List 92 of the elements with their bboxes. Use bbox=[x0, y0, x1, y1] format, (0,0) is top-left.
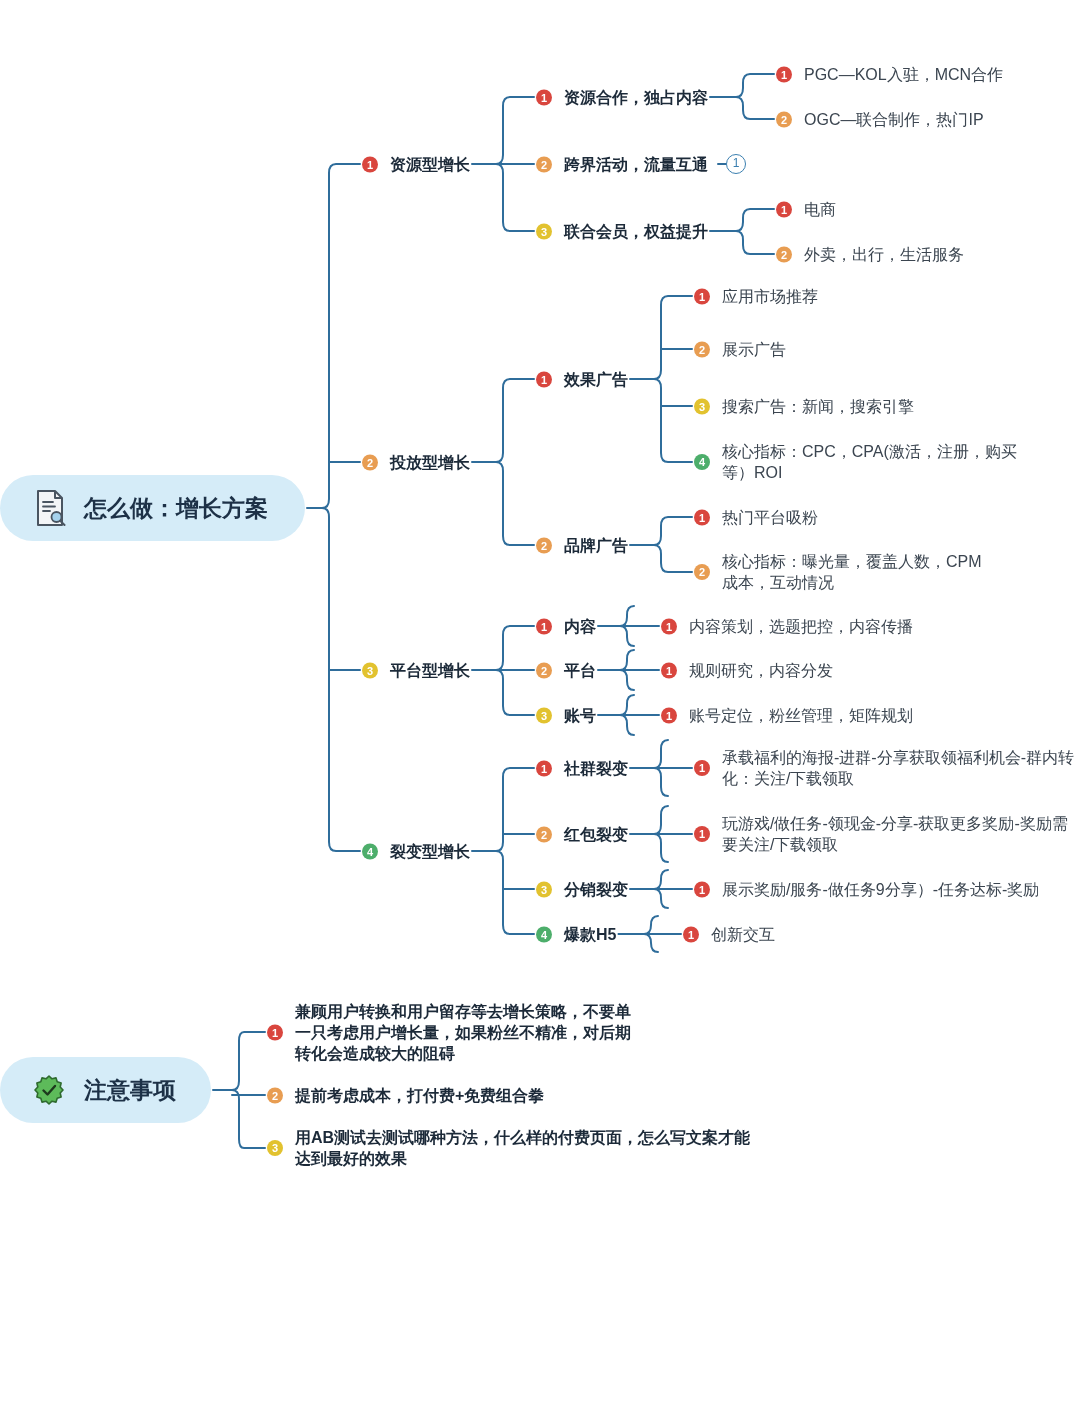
subtopic-text: PGC—KOL入驻，MCN合作 bbox=[804, 64, 1004, 85]
topic-text: 跨界活动，流量互通 bbox=[564, 154, 708, 175]
topic-text: 资源型增长 bbox=[390, 154, 470, 175]
subtopic-text: 展示广告 bbox=[722, 339, 786, 360]
topic-text: 提前考虑成本，打付费+免费组合拳 bbox=[295, 1085, 545, 1106]
number-badge: 3 bbox=[267, 1140, 283, 1156]
number-badge: 1 bbox=[661, 707, 677, 723]
curly-brace bbox=[629, 739, 693, 797]
title-text: 怎么做：增长方案 bbox=[84, 493, 268, 523]
number-badge: 3 bbox=[536, 707, 552, 723]
number-badge: 2 bbox=[776, 111, 792, 127]
topic-text: 账号 bbox=[564, 705, 596, 726]
number-badge: 2 bbox=[694, 564, 710, 580]
subtopic-text: 承载福利的海报-进群-分享获取领福利机会-群内转化：关注/下载领取 bbox=[722, 748, 1075, 789]
curly-brace bbox=[471, 96, 535, 232]
number-badge: 3 bbox=[694, 398, 710, 414]
curly-brace bbox=[629, 516, 693, 573]
topic-text: 投放型增长 bbox=[390, 452, 470, 473]
number-badge: 1 bbox=[776, 66, 792, 82]
number-badge: 1 bbox=[536, 760, 552, 776]
curly-brace bbox=[597, 649, 660, 691]
curly-brace bbox=[212, 1031, 266, 1149]
circled-number: 1 bbox=[726, 154, 746, 174]
number-badge: 1 bbox=[694, 760, 710, 776]
curly-brace bbox=[629, 869, 693, 909]
topic-text: 社群裂变 bbox=[564, 758, 628, 779]
number-badge: 1 bbox=[776, 201, 792, 217]
number-badge: 1 bbox=[536, 371, 552, 387]
topic-text: 红包裂变 bbox=[564, 824, 628, 845]
subtopic-text: 热门平台吸粉 bbox=[722, 507, 818, 528]
topic-text: 平台 bbox=[564, 660, 596, 681]
topic-text: 联合会员，权益提升 bbox=[564, 221, 708, 242]
number-badge: 1 bbox=[683, 926, 699, 942]
number-badge: 1 bbox=[661, 618, 677, 634]
subtopic-text: 核心指标：曝光量，覆盖人数，CPM成本，互动情况 bbox=[722, 552, 983, 593]
curly-brace bbox=[617, 915, 682, 953]
number-badge: 2 bbox=[694, 341, 710, 357]
number-badge: 4 bbox=[362, 843, 378, 859]
subtopic-text: 搜索广告：新闻，搜索引擎 bbox=[722, 396, 914, 417]
number-badge: 2 bbox=[536, 156, 552, 172]
topic-text: 裂变型增长 bbox=[390, 841, 470, 862]
number-badge: 3 bbox=[536, 223, 552, 239]
number-badge: 3 bbox=[362, 662, 378, 678]
number-badge: 1 bbox=[536, 89, 552, 105]
curly-brace bbox=[629, 805, 693, 863]
number-badge: 1 bbox=[362, 156, 378, 172]
subtopic-text: 账号定位，粉丝管理，矩阵规划 bbox=[689, 705, 913, 726]
number-badge: 2 bbox=[536, 662, 552, 678]
curly-brace bbox=[597, 605, 660, 647]
curly-brace bbox=[629, 295, 693, 463]
topic-text: 爆款H5 bbox=[564, 924, 617, 945]
number-badge: 1 bbox=[536, 618, 552, 634]
number-badge: 2 bbox=[536, 826, 552, 842]
topic-text: 资源合作，独占内容 bbox=[564, 87, 708, 108]
subtopic-text: 电商 bbox=[804, 199, 836, 220]
topic-text: 平台型增长 bbox=[390, 660, 470, 681]
topic-text: 品牌广告 bbox=[564, 535, 628, 556]
curly-brace bbox=[471, 767, 535, 935]
topic-text: 效果广告 bbox=[564, 369, 628, 390]
number-badge: 2 bbox=[267, 1087, 283, 1103]
number-badge: 1 bbox=[694, 881, 710, 897]
subtopic-text: 展示奖励/服务-做任务9分享）-任务达标-奖励 bbox=[722, 879, 1040, 900]
curly-brace bbox=[597, 694, 660, 736]
subtopic-text: 规则研究，内容分发 bbox=[689, 660, 833, 681]
curly-brace bbox=[471, 625, 535, 716]
number-badge: 3 bbox=[536, 881, 552, 897]
connector-line bbox=[717, 163, 727, 165]
number-badge: 2 bbox=[776, 246, 792, 262]
number-badge: 1 bbox=[267, 1024, 283, 1040]
subtopic-text: 核心指标：CPC，CPA(激活，注册，购买等）ROI bbox=[722, 442, 1018, 483]
number-badge: 4 bbox=[536, 926, 552, 942]
subtopic-text: 外卖，出行，生活服务 bbox=[804, 244, 964, 265]
number-badge: 4 bbox=[694, 454, 710, 470]
topic-text: 内容 bbox=[564, 616, 596, 637]
curly-brace bbox=[709, 73, 775, 120]
number-badge: 2 bbox=[536, 537, 552, 553]
subtopic-text: 应用市场推荐 bbox=[722, 286, 818, 307]
topic-text: 分销裂变 bbox=[564, 879, 628, 900]
number-badge: 1 bbox=[694, 826, 710, 842]
title-text: 注意事项 bbox=[84, 1075, 176, 1105]
number-badge: 1 bbox=[694, 288, 710, 304]
number-badge: 2 bbox=[362, 454, 378, 470]
topic-text: 用AB测试去测试哪种方法，什么样的付费页面，怎么写文案才能达到最好的效果 bbox=[295, 1128, 752, 1169]
subtopic-text: OGC—联合制作，热门IP bbox=[804, 109, 984, 130]
subtopic-text: 内容策划，选题把控，内容传播 bbox=[689, 616, 913, 637]
curly-brace bbox=[471, 378, 535, 546]
number-badge: 1 bbox=[661, 662, 677, 678]
subtopic-text: 玩游戏/做任务-领现金-分享-获取更多奖励-奖励需要关注/下载领取 bbox=[722, 814, 1069, 855]
topic-text: 兼顾用户转换和用户留存等去增长策略，不要单一只考虑用户增长量，如果粉丝不精准，对后期转化会造成较大的阻碍 bbox=[295, 1001, 632, 1064]
curly-brace bbox=[709, 208, 775, 255]
number-badge: 1 bbox=[694, 509, 710, 525]
subtopic-text: 创新交互 bbox=[711, 924, 775, 945]
